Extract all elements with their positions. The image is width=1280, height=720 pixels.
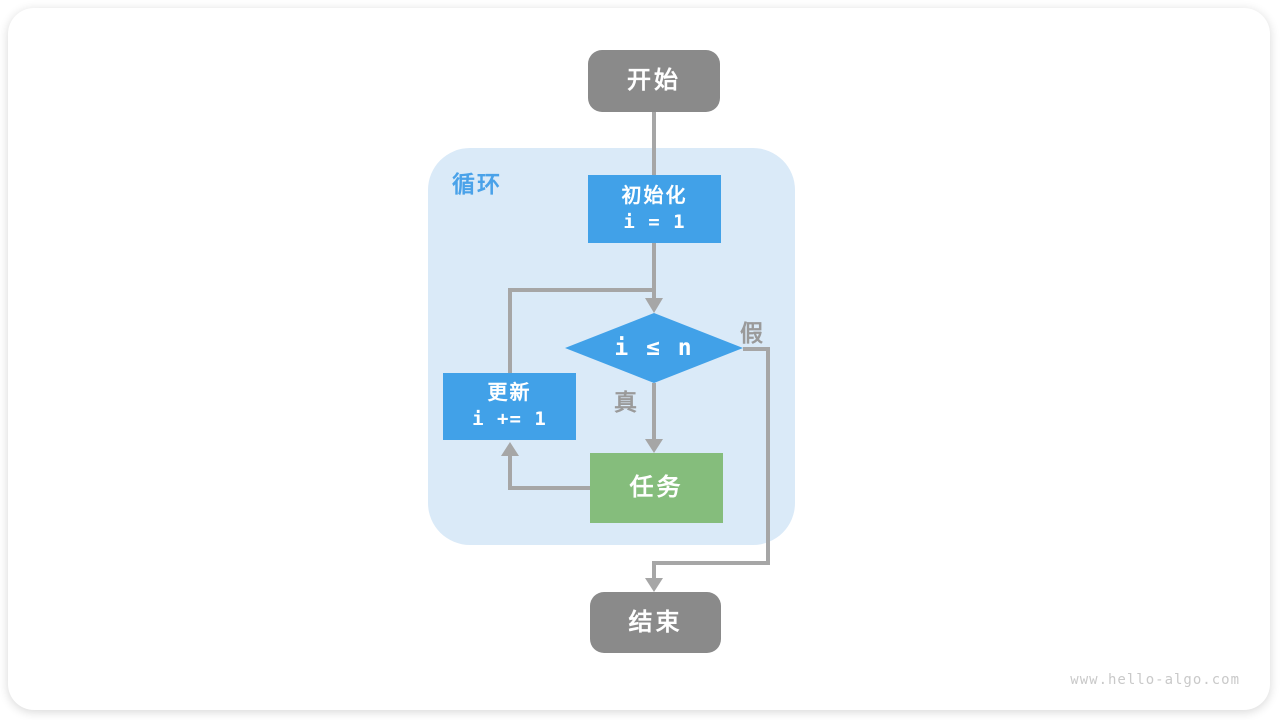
init-node: 初始化 i = 1 (588, 175, 721, 243)
init-node-title: 初始化 (621, 184, 688, 207)
loop-region-label: 循环 (452, 171, 502, 197)
task-node: 任务 (590, 453, 723, 523)
connector-condition-to-end (652, 347, 770, 579)
arrowhead-into-condition (645, 298, 663, 313)
start-node: 开始 (588, 50, 720, 112)
arrowhead-into-task (645, 439, 663, 453)
condition-diamond (565, 313, 743, 383)
task-node-label: 任务 (629, 474, 684, 501)
start-node-label: 开始 (627, 67, 681, 94)
update-node-code: i += 1 (472, 408, 547, 431)
connector-update-to-condition (508, 288, 656, 373)
end-node-label: 结束 (628, 608, 683, 636)
arrowhead-into-end (645, 578, 663, 592)
false-branch-label: 假 (740, 320, 763, 346)
init-node-code: i = 1 (623, 210, 686, 233)
end-node: 结束 (590, 592, 721, 653)
true-branch-label: 真 (614, 389, 637, 415)
update-node-title: 更新 (487, 382, 532, 405)
watermark: www.hello-algo.com (1070, 672, 1240, 688)
condition-node-label: i ≤ n (614, 335, 694, 361)
connector-task-to-update (508, 455, 590, 490)
update-node: 更新 i += 1 (443, 373, 576, 440)
arrowhead-into-update (501, 442, 519, 456)
